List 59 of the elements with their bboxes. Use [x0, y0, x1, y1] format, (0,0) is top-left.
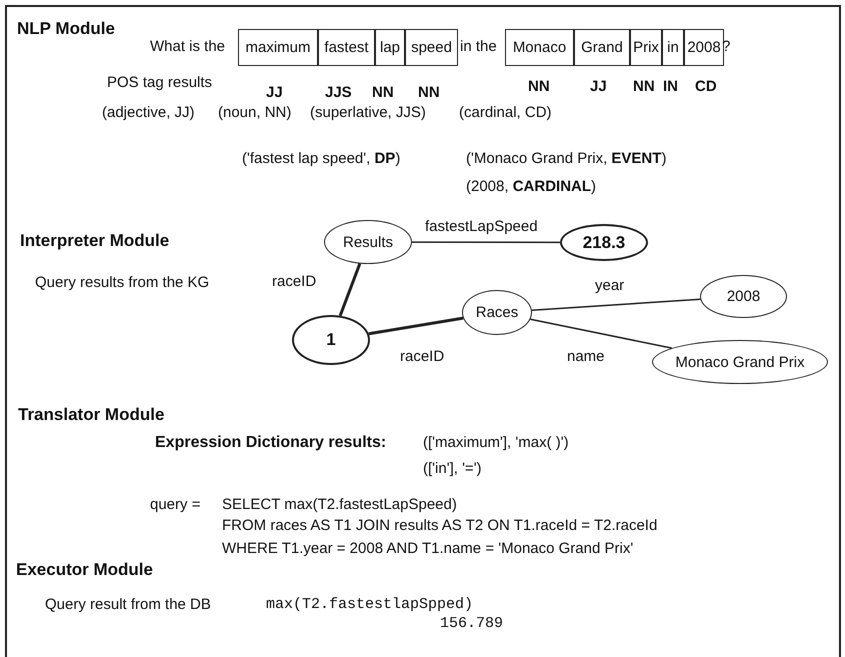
pos-tag: JJ	[266, 84, 283, 102]
edge-label: fastestLapSpeed	[425, 218, 538, 236]
pos-tag: NN	[418, 84, 440, 102]
tag-definition: (adjective, JJ)	[102, 104, 195, 122]
question-text: What is the	[150, 38, 226, 56]
pos-tag: JJS	[325, 84, 352, 102]
word-box: lap	[375, 29, 405, 66]
pos-tag: NN	[372, 84, 394, 102]
word-box: Prix	[630, 29, 662, 66]
result-value: 156.789	[440, 615, 504, 633]
connector-line	[532, 298, 700, 311]
edge-label: raceID	[400, 348, 444, 366]
tag-definition: (noun, NN)	[218, 104, 292, 122]
module-heading: NLP Module	[17, 20, 115, 38]
pos-tag: NN	[633, 78, 655, 96]
entity-tag: ('Monaco Grand Prix, EVENT)	[466, 150, 666, 168]
edge-label: raceID	[272, 273, 316, 291]
entity-tag: (2008, CARDINAL)	[466, 178, 596, 196]
entity-ellipse: Results	[324, 220, 412, 264]
pos-tag: IN	[663, 78, 678, 96]
code-text: max(T2.fastestlapSpped)	[266, 596, 474, 614]
word-box: 2008	[684, 29, 724, 66]
edge-label: year	[595, 277, 624, 295]
code-text: WHERE T1.year = 2008 AND T1.name = 'Monaco Grand Prix'	[222, 540, 634, 558]
row-label: Expression Dictionary results:	[155, 434, 386, 452]
code-text: FROM races AS T1 JOIN results AS T2 ON T1.raceId = T2.raceId	[222, 517, 658, 535]
pos-tag: JJ	[590, 78, 607, 96]
row-label: Query results from the KG	[35, 274, 210, 292]
code-text: query =	[150, 496, 200, 514]
entity-ellipse: 1	[292, 315, 370, 365]
word-box: maximum	[238, 29, 318, 66]
entity-tag: ('fastest lap speed', DP)	[242, 150, 400, 168]
row-label: POS tag results	[107, 74, 212, 92]
pos-tag: NN	[528, 78, 550, 96]
tag-definition: (cardinal, CD)	[459, 104, 552, 122]
word-box: Monaco	[505, 29, 574, 66]
tag-definition: (superlative, JJS)	[310, 104, 426, 122]
connector-line	[530, 318, 672, 349]
question-text: in the	[460, 38, 497, 56]
code-text: SELECT max(T2.fastestLapSpeed)	[222, 496, 457, 514]
module-heading: Translator Module	[18, 406, 164, 424]
word-box: in	[662, 29, 684, 66]
connector-line	[368, 316, 464, 336]
connector-line	[338, 263, 362, 316]
connector-line	[412, 241, 560, 244]
dictionary-entry: (['maximum'], 'max( )')	[423, 434, 569, 452]
word-box: Grand	[574, 29, 630, 66]
entity-ellipse: 218.3	[560, 224, 648, 261]
edge-label: name	[567, 348, 605, 366]
module-heading: Interpreter Module	[20, 232, 170, 250]
word-box: fastest	[318, 29, 375, 66]
entity-ellipse: Races	[462, 290, 532, 335]
row-label: Query result from the DB	[45, 596, 211, 614]
word-box: speed	[405, 29, 458, 66]
pos-tag: CD	[695, 78, 717, 96]
entity-ellipse: Monaco Grand Prix	[652, 340, 828, 384]
dictionary-entry: (['in'], '=')	[423, 460, 482, 478]
module-heading: Executor Module	[16, 561, 153, 579]
entity-ellipse: 2008	[700, 275, 787, 318]
